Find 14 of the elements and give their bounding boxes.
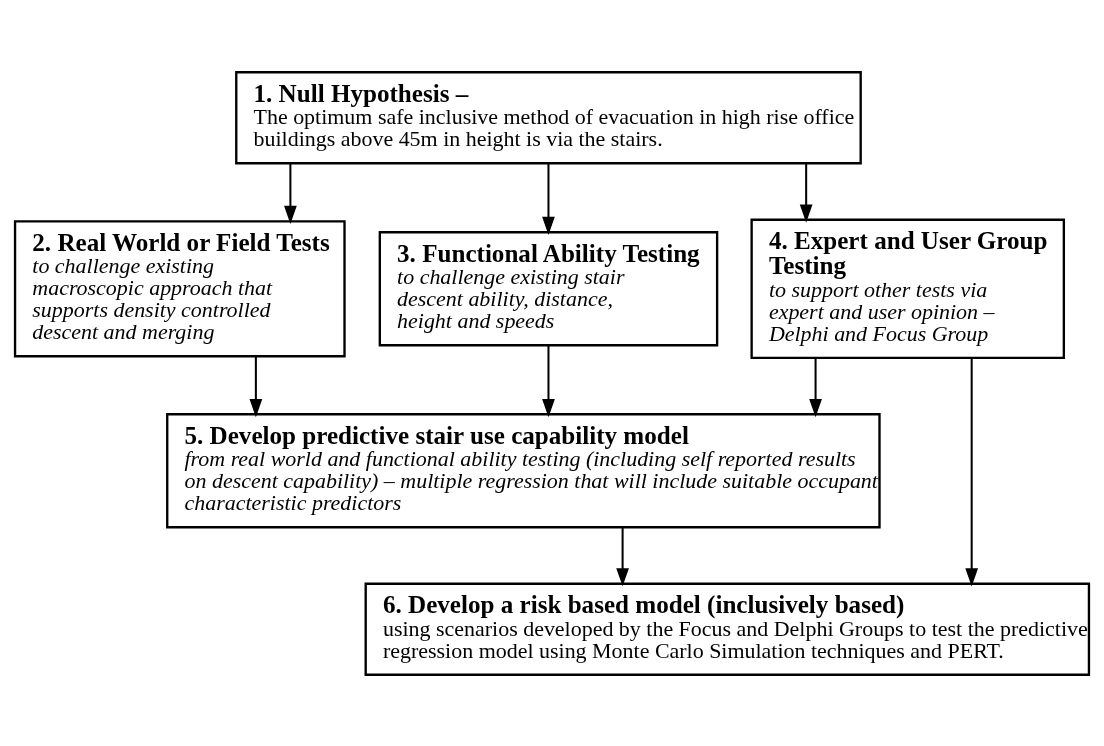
arrow (542, 344, 555, 417)
node-box: 6. Develop a risk based model (inclusively based) using scenarios developed by the Focus and Delphi Groups to test the predictive regression model using Monte Carlo Simulation techniques and PERT. (364, 582, 1091, 676)
node-box: 3. Functional Ability Testing to challenge existing stair descent ability, distance, height and speeds (378, 230, 719, 346)
arrow (616, 527, 629, 586)
arrow (799, 163, 813, 223)
arrow (249, 356, 263, 417)
arrow (965, 357, 979, 586)
node-box: 1. Null Hypothesis – The optimum safe inclusive method of evacuation in high rise office buildings above 45m in height is via the stairs. (235, 70, 862, 164)
arrow (542, 163, 555, 235)
node-box: 5. Develop predictive stair use capability model from real world and functional ability testing (including self reported results on descent capability) – multiple regression that will include suitable occupant characteristic predictors (166, 412, 881, 528)
arrow (809, 357, 822, 417)
node-box: 2. Real World or Field Tests to challenge existing macroscopic approach that supports density controlled descent and merging (13, 219, 346, 357)
node-box: 4. Expert and User Group Testing to support other tests via expert and user opinion – Delphi and Focus Group (750, 218, 1066, 359)
arrow (284, 163, 297, 224)
